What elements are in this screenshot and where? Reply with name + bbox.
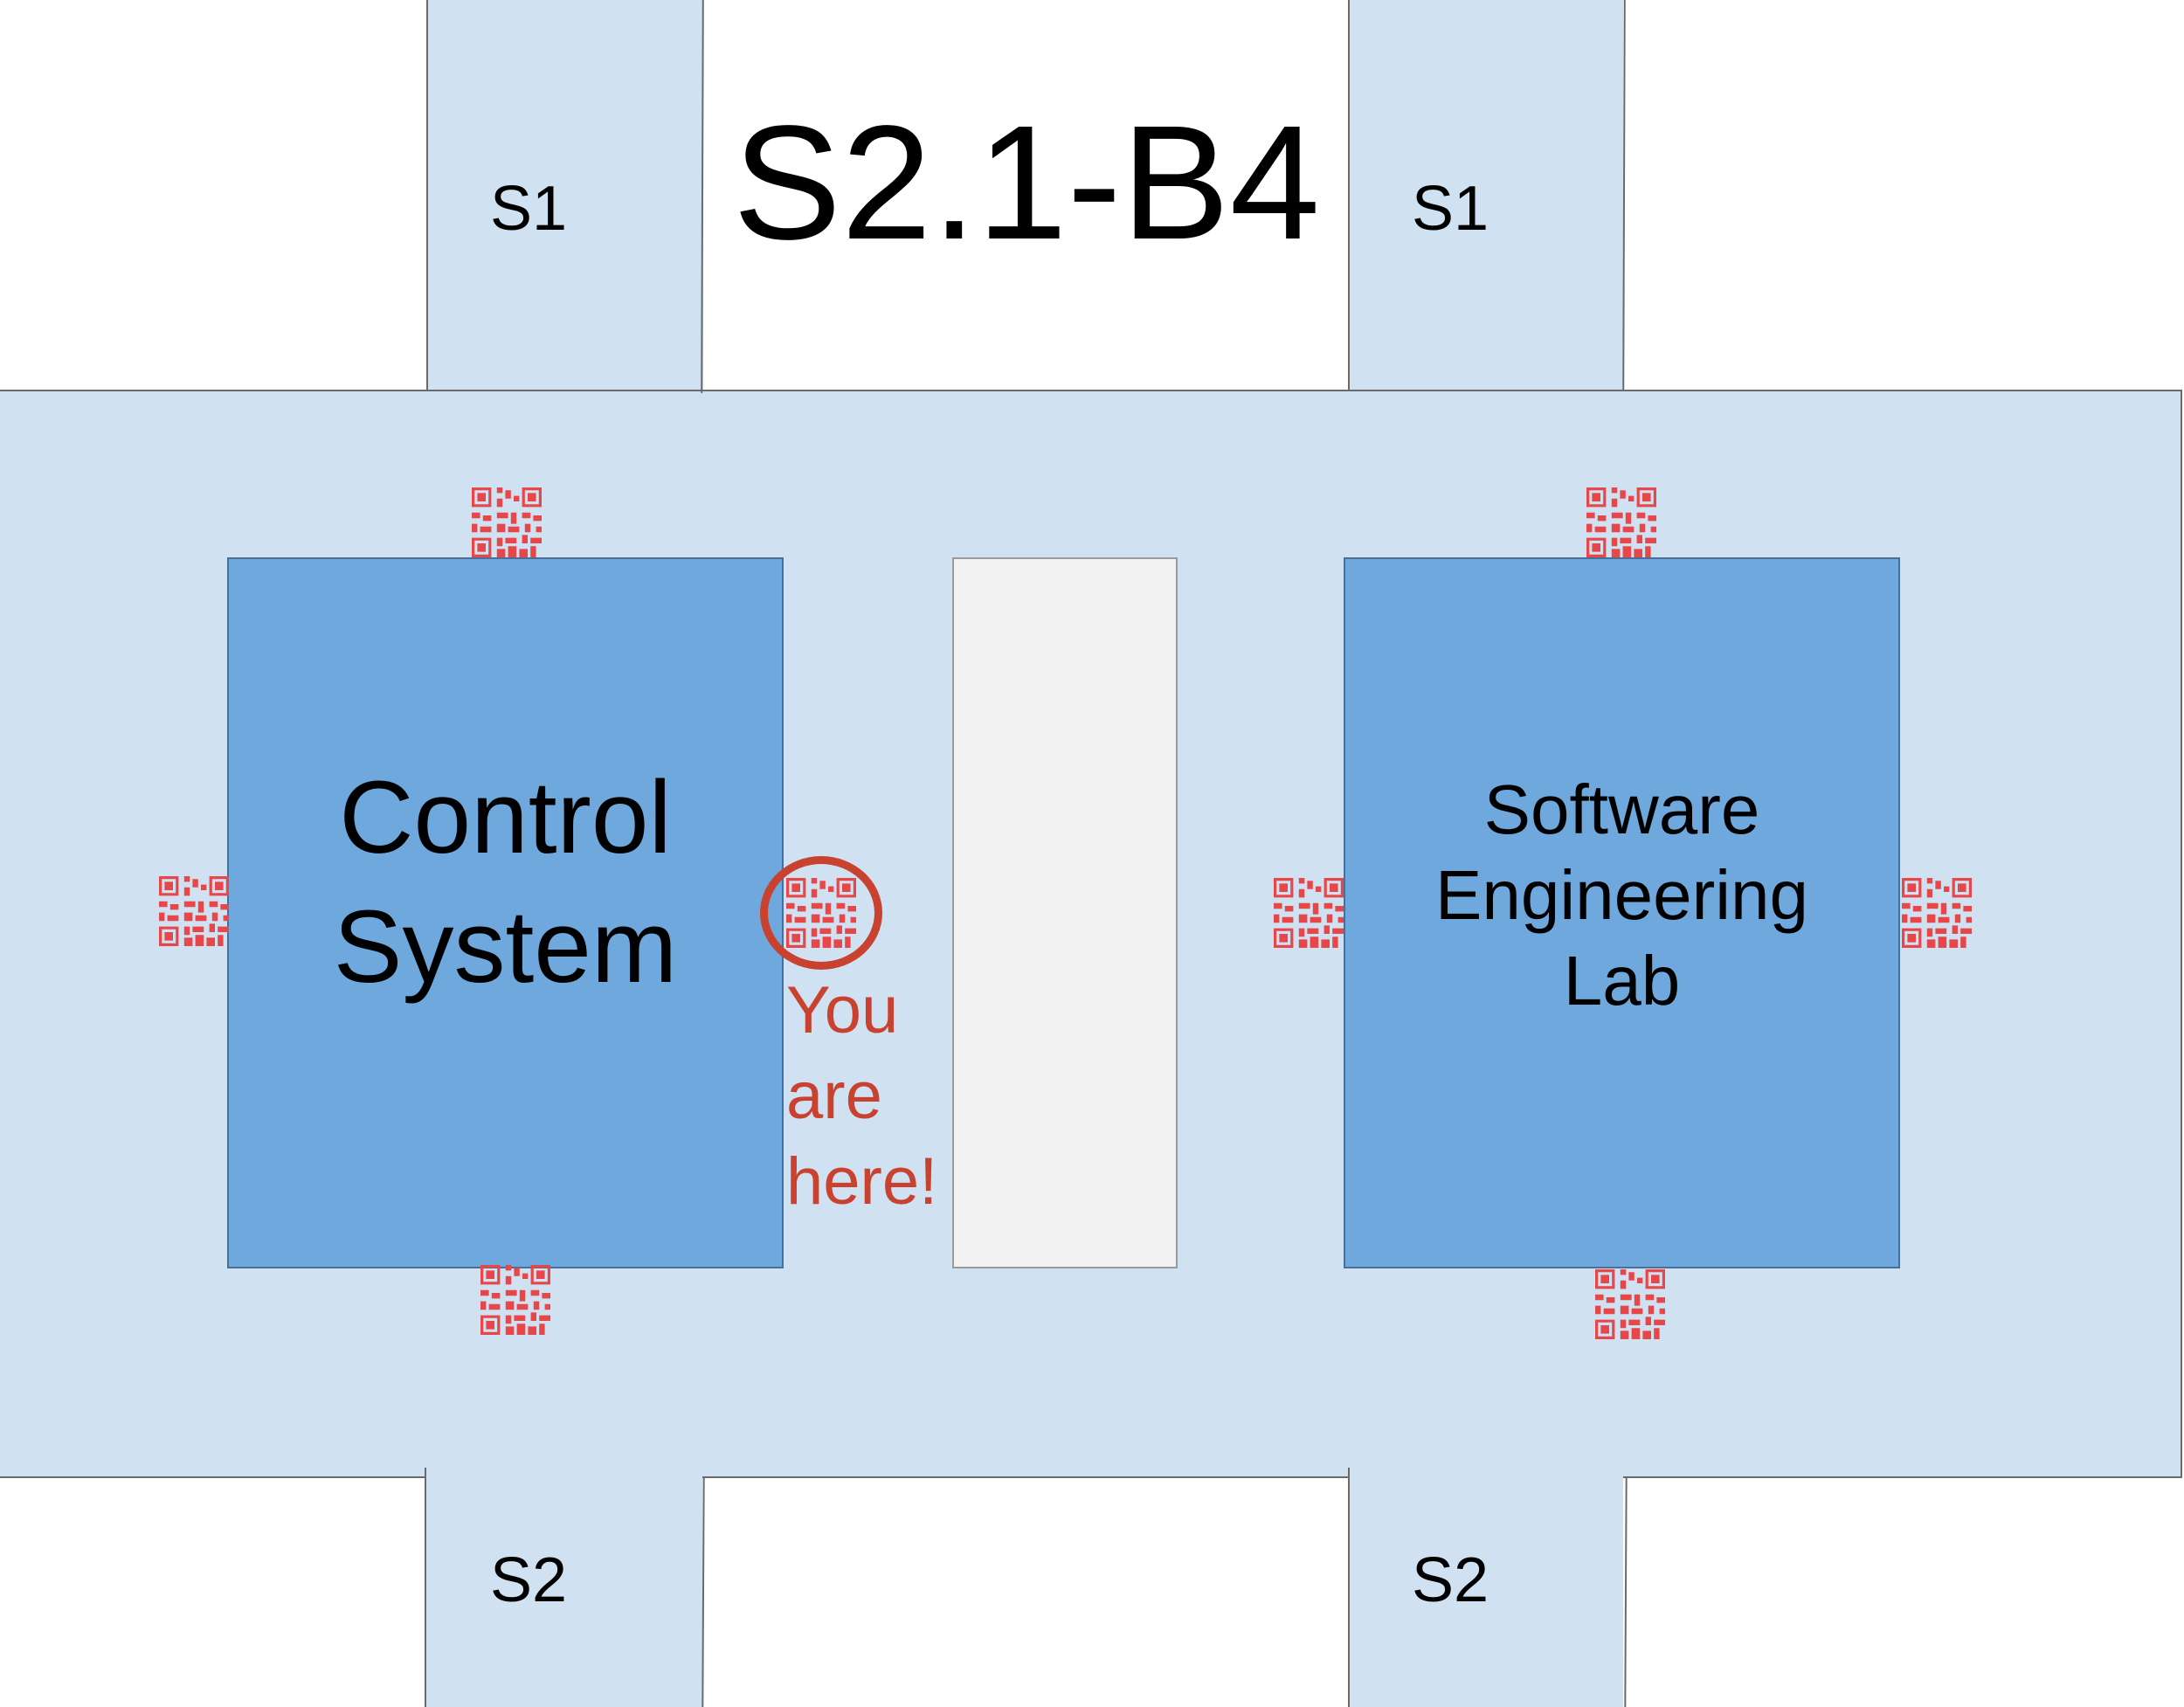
location-circle-icon xyxy=(760,856,882,970)
qr-code-icon[interactable] xyxy=(1595,1269,1665,1339)
qr-code-icon[interactable] xyxy=(480,1265,550,1335)
map-title: S2.1-B4 xyxy=(732,93,1321,273)
corridor-edge xyxy=(1622,0,1626,392)
corridor-top-left xyxy=(428,0,703,391)
corridor-edge xyxy=(426,0,428,391)
corridor-label-top-left: S1 xyxy=(489,174,568,244)
corridor-edge xyxy=(1624,1475,1628,1707)
room-label-software-engineering-lab: Software Engineering Lab xyxy=(1435,771,1808,1019)
corridor-edge xyxy=(1348,0,1350,391)
corridor-edge xyxy=(425,1468,426,1707)
corridor-label-bottom-left: S2 xyxy=(489,1545,568,1615)
corridor-bottom-right xyxy=(1348,1476,1623,1707)
qr-code-icon[interactable] xyxy=(472,487,542,557)
corridor-edge xyxy=(702,1475,705,1707)
corridor-top-right xyxy=(1348,0,1623,391)
corridor-label-top-right: S1 xyxy=(1411,174,1489,244)
qr-code-icon[interactable] xyxy=(1586,487,1656,557)
corridor-label-bottom-right: S2 xyxy=(1411,1545,1489,1615)
room-label-control-system: Control System xyxy=(333,760,678,1005)
corridor-bottom-left xyxy=(425,1476,702,1707)
qr-code-icon[interactable] xyxy=(1902,878,1972,948)
room-control-system[interactable]: Control System xyxy=(227,557,784,1268)
corridor-edge xyxy=(1348,1468,1350,1707)
room-software-engineering-lab[interactable]: Software Engineering Lab xyxy=(1344,557,1900,1268)
qr-code-icon[interactable] xyxy=(159,876,229,946)
you-are-here-label: You are here! xyxy=(786,973,938,1219)
pillar xyxy=(952,557,1178,1268)
qr-code-icon[interactable] xyxy=(1274,878,1344,948)
